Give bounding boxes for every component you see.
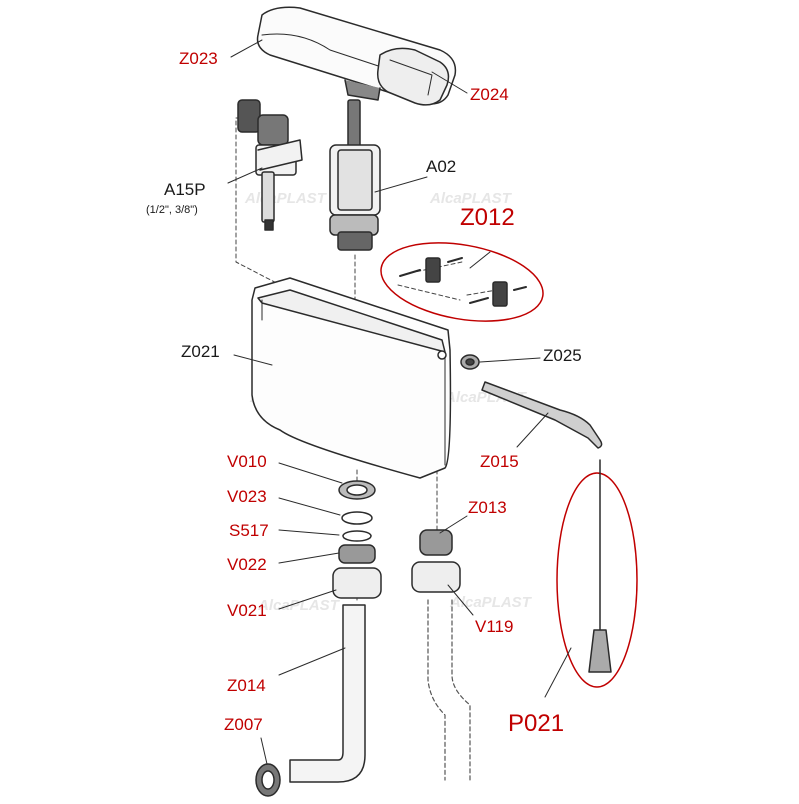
alternative-pipe-outline — [427, 599, 471, 781]
flush-button-part — [376, 47, 450, 106]
grommet-part — [460, 354, 480, 370]
label-fixing-set: Z012 — [460, 204, 515, 231]
label-flush-pipe: Z014 — [227, 676, 266, 695]
label-cistern-tank: Z021 — [181, 342, 220, 361]
label-flush-button: Z024 — [470, 85, 509, 104]
label-fill-valve-sizes: (1/2", 3/8") — [146, 204, 198, 216]
label-side-outlet-z013: Z013 — [468, 498, 507, 517]
label-lid-cover: Z023 — [179, 49, 218, 68]
flush-pipe-part — [289, 604, 366, 783]
pull-chain-part — [556, 459, 638, 688]
lever-part — [481, 381, 603, 449]
label-pull-chain: P021 — [508, 710, 565, 737]
outlet-stack-part — [332, 480, 382, 599]
label-seal-s517: S517 — [229, 521, 269, 540]
side-outlet-part — [411, 529, 461, 593]
label-fill-valve: A15P — [164, 180, 206, 199]
pipe-seal-part — [255, 763, 281, 797]
label-outlet-v022: V022 — [227, 555, 267, 574]
watermark-text: AlcaPLAST — [449, 594, 533, 611]
watermark-text: AlcaPLAST — [244, 190, 328, 207]
cistern-tank-part — [251, 277, 452, 479]
label-outlet-v010: V010 — [227, 452, 267, 471]
label-lever: Z015 — [480, 452, 519, 471]
label-outlet-v021: V021 — [227, 601, 267, 620]
watermark-text: AlcaPLAST — [257, 597, 341, 614]
label-side-outlet-v119: V119 — [475, 617, 514, 636]
fill-valve-part — [237, 99, 303, 231]
flush-valve-part — [329, 99, 381, 251]
watermark-text: AlcaPLAST — [429, 190, 513, 207]
label-outlet-v023: V023 — [227, 487, 267, 506]
leader-lines — [227, 39, 572, 765]
label-flush-valve: A02 — [426, 157, 457, 176]
label-pipe-seal: Z007 — [224, 715, 263, 734]
fixing-set-part — [380, 242, 544, 322]
label-grommet: Z025 — [543, 346, 582, 365]
